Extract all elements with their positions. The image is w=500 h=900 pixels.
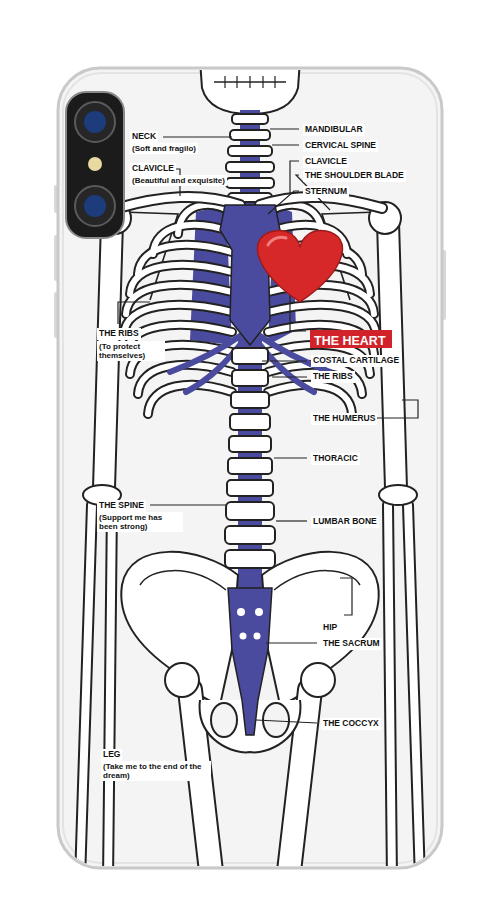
- part-note: (Beautiful and exquisite): [130, 175, 227, 186]
- heart-illustration: [258, 230, 343, 302]
- part-label: MANDIBULAR: [303, 124, 365, 136]
- heart-tag: THE HEART: [310, 330, 392, 348]
- leader-line: [340, 578, 352, 615]
- part-label: THE SACRUM: [321, 638, 382, 650]
- spine: [227, 480, 273, 496]
- part-label: THE RIBS: [311, 371, 355, 383]
- part-label: THE HUMERUS: [311, 413, 377, 425]
- arm-bones: [80, 202, 420, 866]
- sacrum: [254, 633, 261, 640]
- arm-bones: [80, 505, 420, 866]
- sacrum: [240, 633, 247, 640]
- part-label: STERNUM: [303, 186, 349, 198]
- spine: [232, 370, 268, 386]
- leader-line: [163, 136, 232, 137]
- part-label: THORACIC: [311, 453, 360, 465]
- leader-line: [262, 360, 307, 361]
- pelvis: [274, 571, 360, 590]
- ribs: [124, 205, 376, 414]
- camera-module: [66, 92, 124, 238]
- camera-module: [84, 195, 106, 217]
- mandible: [200, 70, 300, 114]
- heart-illustration: [268, 237, 286, 245]
- part-label: THE COCCYX: [321, 718, 381, 730]
- camera-module: [66, 92, 124, 238]
- camera-module: [84, 111, 106, 133]
- pelvis: [121, 552, 238, 705]
- ribs: [124, 205, 232, 414]
- spine: [225, 526, 275, 544]
- pelvis: [140, 571, 226, 590]
- leader-line: [118, 302, 150, 324]
- sacrum: [228, 588, 272, 735]
- arm-bones: [379, 485, 417, 505]
- spine: [228, 458, 272, 474]
- leader-line: [118, 129, 418, 723]
- leader-line: [274, 457, 307, 458]
- part-label: CLAVICLE: [303, 156, 349, 168]
- leader-line: [272, 376, 307, 377]
- costal-cartilage: [170, 336, 240, 372]
- spine: [226, 502, 274, 520]
- cervical-spine: [226, 110, 274, 208]
- leader-line: [150, 504, 226, 505]
- part-label: COSTAL CARTILAGE: [311, 355, 401, 367]
- heart-label: THE HEART: [314, 334, 386, 349]
- mandible: [200, 70, 300, 114]
- heart-illustration: [258, 230, 343, 331]
- leader-line: [270, 128, 299, 129]
- pelvis: [165, 663, 199, 697]
- part-note: (Support me has been strong): [97, 512, 183, 532]
- part-note: (Take me to the end of the dream): [101, 761, 211, 781]
- part-label: NECK: [130, 131, 158, 143]
- phone-case: [63, 73, 437, 863]
- spine: [225, 550, 275, 568]
- arm-bones: [80, 505, 420, 866]
- camera-module: [88, 157, 102, 171]
- sacrum: [255, 608, 263, 616]
- cervical-spine: [228, 146, 272, 156]
- ribs: [124, 205, 232, 414]
- part-label: LEG: [101, 749, 122, 761]
- pelvis: [262, 552, 379, 705]
- pelvis: [211, 703, 237, 737]
- spine: [231, 392, 269, 408]
- leader-line: [256, 720, 317, 723]
- cervical-spine: [230, 130, 270, 140]
- leader-line: [272, 144, 299, 145]
- part-label: THE SHOULDER BLADE: [303, 170, 406, 182]
- sacrum: [237, 608, 245, 616]
- spine: [230, 414, 270, 430]
- part-label: THE SPINE: [97, 500, 146, 512]
- skeleton: [80, 70, 420, 866]
- part-label: CLAVICLE: [130, 163, 176, 175]
- phone-case: [58, 68, 442, 868]
- cervical-spine: [226, 178, 274, 188]
- pelvis: [301, 663, 335, 697]
- cervical-spine: [226, 162, 274, 172]
- part-note: (To protect themselves): [97, 341, 165, 361]
- pelvis: [121, 552, 378, 866]
- part-label: LUMBAR BONE: [311, 516, 379, 528]
- leader-line: [276, 520, 307, 521]
- leader-line: [266, 642, 317, 643]
- mandible: [225, 76, 275, 88]
- part-label: THE RIBS: [97, 328, 141, 340]
- camera-module: [75, 186, 115, 226]
- part-note: (Soft and fragilo): [130, 143, 198, 154]
- spine: [225, 338, 275, 590]
- spine: [229, 436, 271, 452]
- cervical-spine: [232, 114, 268, 124]
- part-label: HIP: [321, 622, 339, 634]
- camera-module: [75, 102, 115, 142]
- part-label: CERVICAL SPINE: [303, 140, 378, 152]
- leader-line: [268, 191, 299, 214]
- sacrum: [228, 588, 272, 735]
